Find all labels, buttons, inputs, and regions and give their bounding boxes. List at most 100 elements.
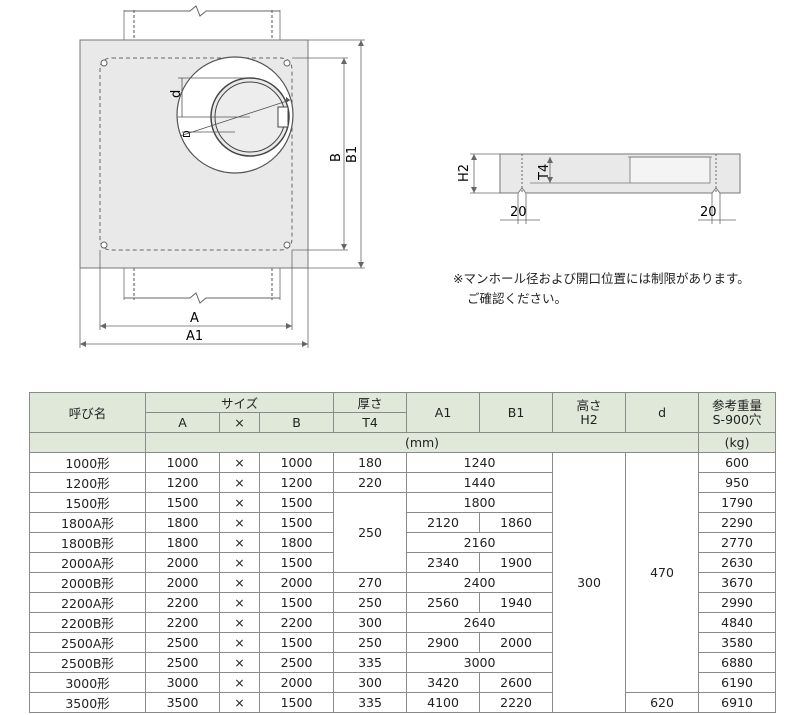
cell-x: × bbox=[219, 452, 260, 473]
cell-weight: 2630 bbox=[698, 552, 777, 573]
cell-a1: 2120 bbox=[406, 512, 481, 533]
header-name: 呼び名 bbox=[29, 392, 146, 433]
header-size-x: × bbox=[219, 412, 260, 433]
cell-a1b1: 2160 bbox=[406, 532, 554, 553]
cell-name: 2500A形 bbox=[29, 632, 146, 653]
header-size: サイズ bbox=[144, 392, 335, 413]
section-view-drawing: H2 T4 20 20 bbox=[457, 153, 741, 224]
header-unit-kg: (kg) bbox=[698, 432, 777, 453]
cell-a1: 4100 bbox=[406, 692, 481, 713]
cell-x: × bbox=[219, 652, 260, 673]
cell-a: 1500 bbox=[145, 492, 220, 513]
cell-b1: 1860 bbox=[479, 512, 554, 533]
cell-a: 2500 bbox=[145, 652, 220, 673]
cell-name: 1800B形 bbox=[29, 532, 146, 553]
header-height: 高さ H2 bbox=[552, 392, 627, 433]
cell-b: 1500 bbox=[258, 592, 335, 613]
table-row: 2000B形 2000 × 2000 270 2400 3670 bbox=[29, 572, 777, 593]
cell-t4: 270 bbox=[333, 572, 408, 593]
header-height-h2: H2 bbox=[580, 411, 598, 427]
header-size-a: A bbox=[145, 412, 220, 433]
cell-h2-merged: 300 bbox=[552, 452, 627, 713]
cell-t4: 250 bbox=[333, 592, 408, 613]
cell-b1: 2600 bbox=[479, 672, 554, 693]
cell-a: 2200 bbox=[145, 592, 220, 613]
cell-name: 2000A形 bbox=[29, 552, 146, 573]
cell-a: 1800 bbox=[145, 512, 220, 533]
cell-a: 2000 bbox=[145, 552, 220, 573]
dim-A-label: A bbox=[190, 311, 199, 326]
cell-b1: 2220 bbox=[479, 692, 554, 713]
cell-name: 3500形 bbox=[29, 692, 146, 713]
table-row: 2200B形 2200 × 2200 300 2640 4840 bbox=[29, 612, 777, 633]
cell-a1b1: 1800 bbox=[406, 492, 554, 513]
header-height-label: 高さ bbox=[576, 397, 602, 413]
cell-b: 1000 bbox=[258, 452, 335, 473]
table-row: 2000A形 2000 × 1500 2340 1900 2630 bbox=[29, 552, 777, 573]
cell-weight: 600 bbox=[698, 452, 777, 473]
table-row: 3000形 3000 × 2000 300 3420 2600 6190 bbox=[29, 672, 777, 693]
cell-t4: 335 bbox=[333, 652, 408, 673]
cell-x: × bbox=[219, 672, 260, 693]
cell-b: 2500 bbox=[258, 652, 335, 673]
table-row: 3500形 3500 × 1500 335 4100 2220 620 6910 bbox=[29, 692, 777, 713]
cell-b: 2000 bbox=[258, 672, 335, 693]
cell-name: 1500形 bbox=[29, 492, 146, 513]
cell-a1b1: 3000 bbox=[406, 652, 554, 673]
cell-d: 620 bbox=[625, 692, 700, 713]
cell-x: × bbox=[219, 472, 260, 493]
cell-weight: 2990 bbox=[698, 592, 777, 613]
cell-b: 1500 bbox=[258, 632, 335, 653]
cell-b: 1500 bbox=[258, 552, 335, 573]
dim-D-label: D bbox=[182, 130, 193, 138]
cell-b: 1500 bbox=[258, 692, 335, 713]
cell-a: 2200 bbox=[145, 612, 220, 633]
cell-name: 2200A形 bbox=[29, 592, 146, 613]
cell-name: 1200形 bbox=[29, 472, 146, 493]
table-row: 2500B形 2500 × 2500 335 3000 6880 bbox=[29, 652, 777, 673]
cell-a: 3000 bbox=[145, 672, 220, 693]
cell-t4: 300 bbox=[333, 672, 408, 693]
cell-t4: 220 bbox=[333, 472, 408, 493]
cell-weight: 6190 bbox=[698, 672, 777, 693]
header-b1: B1 bbox=[479, 392, 554, 433]
dim-20-right-label: 20 bbox=[700, 205, 717, 220]
cell-weight: 3670 bbox=[698, 572, 777, 593]
cell-x: × bbox=[219, 592, 260, 613]
header-weight: 参考重量 S-900穴 bbox=[698, 392, 777, 433]
cell-a1b1: 1240 bbox=[406, 452, 554, 473]
dim-20-left-label: 20 bbox=[510, 205, 527, 220]
cell-x: × bbox=[219, 532, 260, 553]
cell-b: 1500 bbox=[258, 512, 335, 533]
dim-B-label: B bbox=[329, 153, 344, 162]
header-thick-t4: T4 bbox=[333, 412, 408, 433]
cell-weight: 2290 bbox=[698, 512, 777, 533]
plan-view-drawing: d D B B1 A A1 bbox=[79, 5, 365, 348]
table-row: 1800A形 1800 × 1500 2120 1860 2290 bbox=[29, 512, 777, 533]
cell-a: 3500 bbox=[145, 692, 220, 713]
cell-a: 1200 bbox=[145, 472, 220, 493]
header-weight-label: 参考重量 bbox=[712, 397, 763, 413]
cell-b1: 1900 bbox=[479, 552, 554, 573]
cell-x: × bbox=[219, 552, 260, 573]
cell-b: 1200 bbox=[258, 472, 335, 493]
dim-B1-label: B1 bbox=[345, 146, 360, 163]
cell-weight: 950 bbox=[698, 472, 777, 493]
cell-a1: 2900 bbox=[406, 632, 481, 653]
header-thick: 厚さ bbox=[333, 392, 408, 413]
cell-weight: 1790 bbox=[698, 492, 777, 513]
cell-x: × bbox=[219, 692, 260, 713]
cell-d-merged: 470 bbox=[625, 452, 700, 693]
cell-x: × bbox=[219, 632, 260, 653]
cell-a1b1: 1440 bbox=[406, 472, 554, 493]
cell-b: 2000 bbox=[258, 572, 335, 593]
cell-b1: 1940 bbox=[479, 592, 554, 613]
cell-a1b1: 2400 bbox=[406, 572, 554, 593]
cell-t4: 180 bbox=[333, 452, 408, 473]
cell-weight: 3580 bbox=[698, 632, 777, 653]
header-size-b: B bbox=[258, 412, 335, 433]
cell-x: × bbox=[219, 492, 260, 513]
cell-t4: 335 bbox=[333, 692, 408, 713]
cell-t4: 250 bbox=[333, 632, 408, 653]
cell-b1: 2000 bbox=[479, 632, 554, 653]
